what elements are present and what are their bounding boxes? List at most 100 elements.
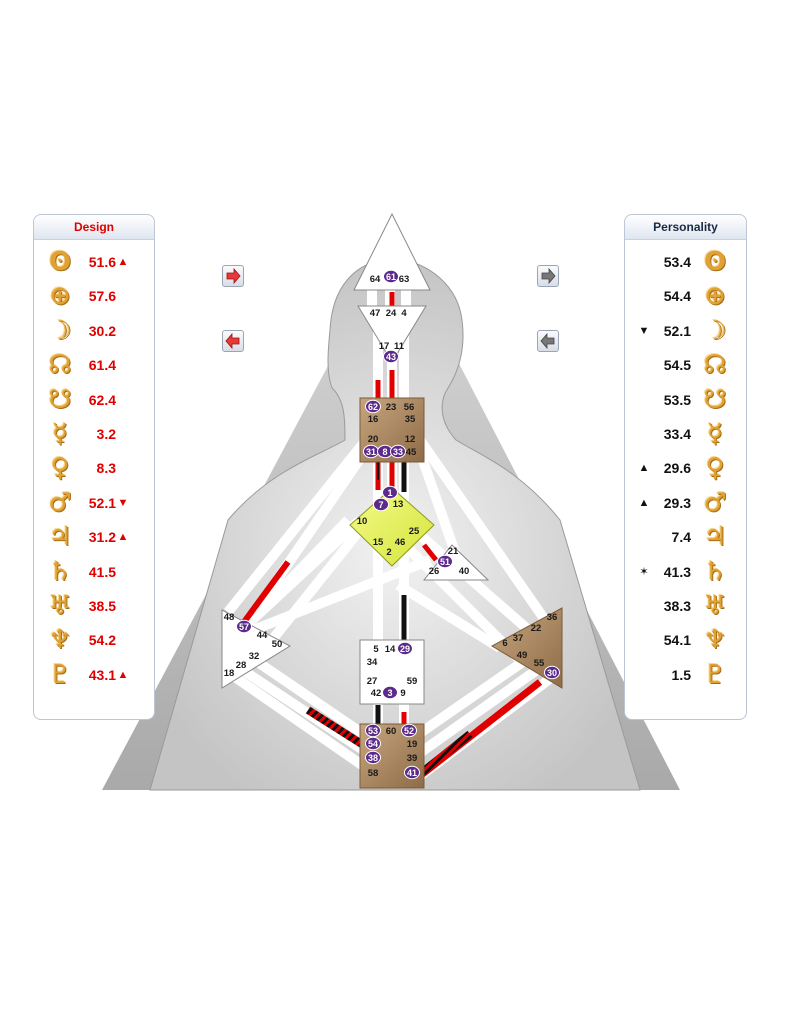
design-row-south-node[interactable]: ☋62.4: [46, 383, 130, 417]
personality-row-jupiter[interactable]: 7.4♃: [637, 520, 729, 554]
gate-39[interactable]: 39: [407, 753, 418, 764]
gate-56[interactable]: 56: [404, 402, 415, 413]
gate-48[interactable]: 48: [224, 612, 235, 623]
gate-3[interactable]: 3: [382, 685, 398, 700]
gate-43[interactable]: 43: [383, 349, 399, 364]
gate-27[interactable]: 27: [367, 676, 378, 687]
gate-19[interactable]: 19: [407, 739, 418, 750]
design-forward-button[interactable]: [222, 265, 244, 287]
design-row-mercury[interactable]: ☿3.2: [46, 417, 130, 451]
design-row-mars[interactable]: ♂52.1▼: [46, 486, 130, 520]
gate-57[interactable]: 57: [236, 619, 252, 634]
gate-30[interactable]: 30: [544, 665, 560, 680]
design-back-button[interactable]: [222, 330, 244, 352]
design-row-uranus[interactable]: ♅38.5: [46, 589, 130, 623]
gate-5[interactable]: 5: [373, 644, 379, 655]
gate-32[interactable]: 32: [249, 651, 260, 662]
gate-activation-marker: [236, 619, 252, 634]
gate-14[interactable]: 14: [385, 644, 396, 655]
moon-icon: ☽: [703, 315, 727, 346]
gate-44[interactable]: 44: [257, 630, 268, 641]
personality-row-north-node[interactable]: 54.5☊: [637, 348, 729, 382]
gate-33[interactable]: 33: [390, 444, 406, 459]
gate-46[interactable]: 46: [395, 537, 406, 548]
gate-63[interactable]: 63: [399, 274, 410, 285]
personality-row-neptune[interactable]: 54.1♆: [637, 623, 729, 657]
gate-53[interactable]: 53: [365, 723, 381, 738]
gate-34[interactable]: 34: [367, 657, 378, 668]
gate-13[interactable]: 13: [393, 499, 404, 510]
personality-forward-button[interactable]: [537, 265, 559, 287]
gate-40[interactable]: 40: [459, 566, 470, 577]
gate-15[interactable]: 15: [373, 537, 384, 548]
gate-17[interactable]: 17: [379, 341, 390, 352]
design-row-venus[interactable]: ♀8.3: [46, 451, 130, 485]
design-row-jupiter[interactable]: ♃31.2▲: [46, 520, 130, 554]
personality-row-mercury[interactable]: 33.4☿: [637, 417, 729, 451]
gate-line-value: 41.5: [88, 563, 116, 580]
personality-row-south-node[interactable]: 53.5☋: [637, 383, 729, 417]
gate-4[interactable]: 4: [401, 308, 407, 319]
gate-24[interactable]: 24: [386, 308, 397, 319]
gate-23[interactable]: 23: [386, 402, 397, 413]
design-row-earth[interactable]: ⊕57.6: [46, 279, 130, 313]
gate-21[interactable]: 21: [448, 546, 459, 557]
gate-2[interactable]: 2: [386, 547, 391, 558]
gate-47[interactable]: 47: [370, 308, 381, 319]
gate-38[interactable]: 38: [365, 750, 381, 765]
gate-59[interactable]: 59: [407, 676, 418, 687]
gate-12[interactable]: 12: [405, 434, 416, 445]
gate-36[interactable]: 36: [547, 612, 558, 623]
personality-row-saturn[interactable]: ✶41.3♄: [637, 555, 729, 589]
gate-60[interactable]: 60: [386, 726, 397, 737]
gate-number: 14: [385, 644, 396, 655]
gate-61[interactable]: 61: [383, 269, 399, 284]
personality-row-earth[interactable]: 54.4⊕: [637, 279, 729, 313]
gate-49[interactable]: 49: [517, 650, 528, 661]
gate-6[interactable]: 6: [502, 638, 507, 649]
gate-1[interactable]: 1: [382, 485, 398, 500]
gate-41[interactable]: 41: [404, 765, 420, 780]
design-row-neptune[interactable]: ♆54.2: [46, 623, 130, 657]
gate-28[interactable]: 28: [236, 660, 247, 671]
gate-16[interactable]: 16: [368, 414, 379, 425]
gate-22[interactable]: 22: [531, 623, 542, 634]
gate-42[interactable]: 42: [371, 688, 382, 699]
design-row-moon[interactable]: ☽30.2: [46, 314, 130, 348]
gate-10[interactable]: 10: [357, 516, 368, 527]
gate-7[interactable]: 7: [373, 497, 389, 512]
gate-58[interactable]: 58: [368, 768, 379, 779]
personality-row-moon[interactable]: ▼52.1☽: [637, 314, 729, 348]
gate-number: 28: [236, 660, 247, 671]
gate-26[interactable]: 26: [429, 566, 440, 577]
design-row-saturn[interactable]: ♄41.5: [46, 555, 130, 589]
personality-back-button[interactable]: [537, 330, 559, 352]
design-row-pluto[interactable]: ♇43.1▲: [46, 658, 130, 692]
gate-9[interactable]: 9: [400, 688, 405, 699]
personality-row-pluto[interactable]: 1.5♇: [637, 658, 729, 692]
gate-18[interactable]: 18: [224, 668, 235, 679]
gate-line-value: 41.3: [663, 563, 691, 580]
gate-64[interactable]: 64: [370, 274, 381, 285]
personality-row-uranus[interactable]: 38.3♅: [637, 589, 729, 623]
gate-45[interactable]: 45: [406, 447, 417, 458]
gate-37[interactable]: 37: [513, 633, 524, 644]
personality-row-mars[interactable]: ▲29.3♂: [637, 486, 729, 520]
gate-50[interactable]: 50: [272, 639, 283, 650]
gate-31[interactable]: 31: [363, 444, 379, 459]
gate-25[interactable]: 25: [409, 526, 420, 537]
gate-11[interactable]: 11: [394, 341, 405, 352]
gate-29[interactable]: 29: [397, 641, 413, 656]
mars-icon: ♂: [48, 487, 72, 518]
design-row-north-node[interactable]: ☊61.4: [46, 348, 130, 382]
gate-52[interactable]: 52: [401, 723, 417, 738]
gate-55[interactable]: 55: [534, 658, 545, 669]
personality-row-venus[interactable]: ▲29.6♀: [637, 451, 729, 485]
gate-54[interactable]: 54: [365, 736, 381, 751]
gate-51[interactable]: 51: [437, 554, 453, 569]
gate-62[interactable]: 62: [365, 399, 381, 414]
gate-35[interactable]: 35: [405, 414, 416, 425]
gate-20[interactable]: 20: [368, 434, 379, 445]
